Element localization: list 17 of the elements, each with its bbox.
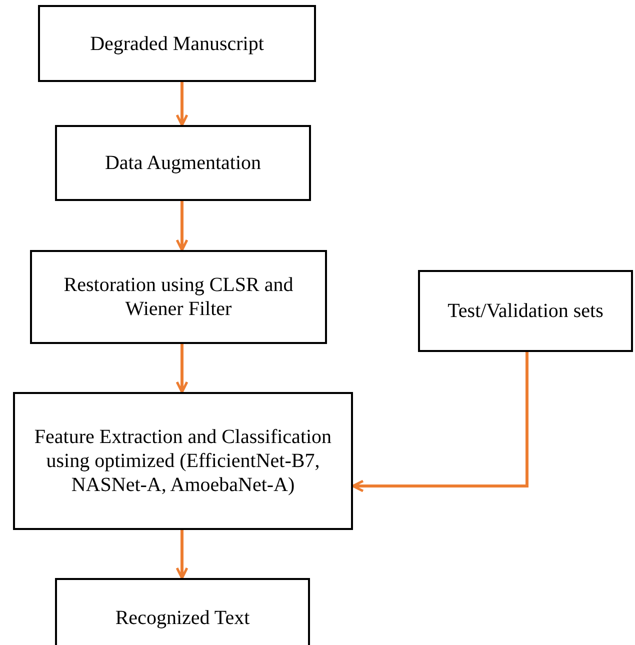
arrow xyxy=(176,530,188,580)
box-label: Recognized Text xyxy=(115,606,250,630)
process-box xyxy=(30,250,327,344)
process-box xyxy=(13,392,353,530)
arrow xyxy=(176,201,188,252)
process-box xyxy=(55,578,310,645)
process-box xyxy=(418,270,633,352)
box-label: Restoration using CLSR and Wiener Filter xyxy=(62,273,294,321)
process-box xyxy=(55,125,311,201)
box-label: Data Augmentation xyxy=(104,151,262,175)
box-label: Degraded Manuscript xyxy=(90,32,264,56)
box-label: Test/Validation sets xyxy=(448,299,604,323)
box-label: Feature Extraction and Classification using optimized (EfficientNet-B7, NASNet-A, AmoebaNet-A) xyxy=(33,425,333,497)
arrow xyxy=(176,82,188,126)
arrow xyxy=(176,344,188,394)
process-box xyxy=(38,5,316,82)
arrow xyxy=(352,352,528,492)
